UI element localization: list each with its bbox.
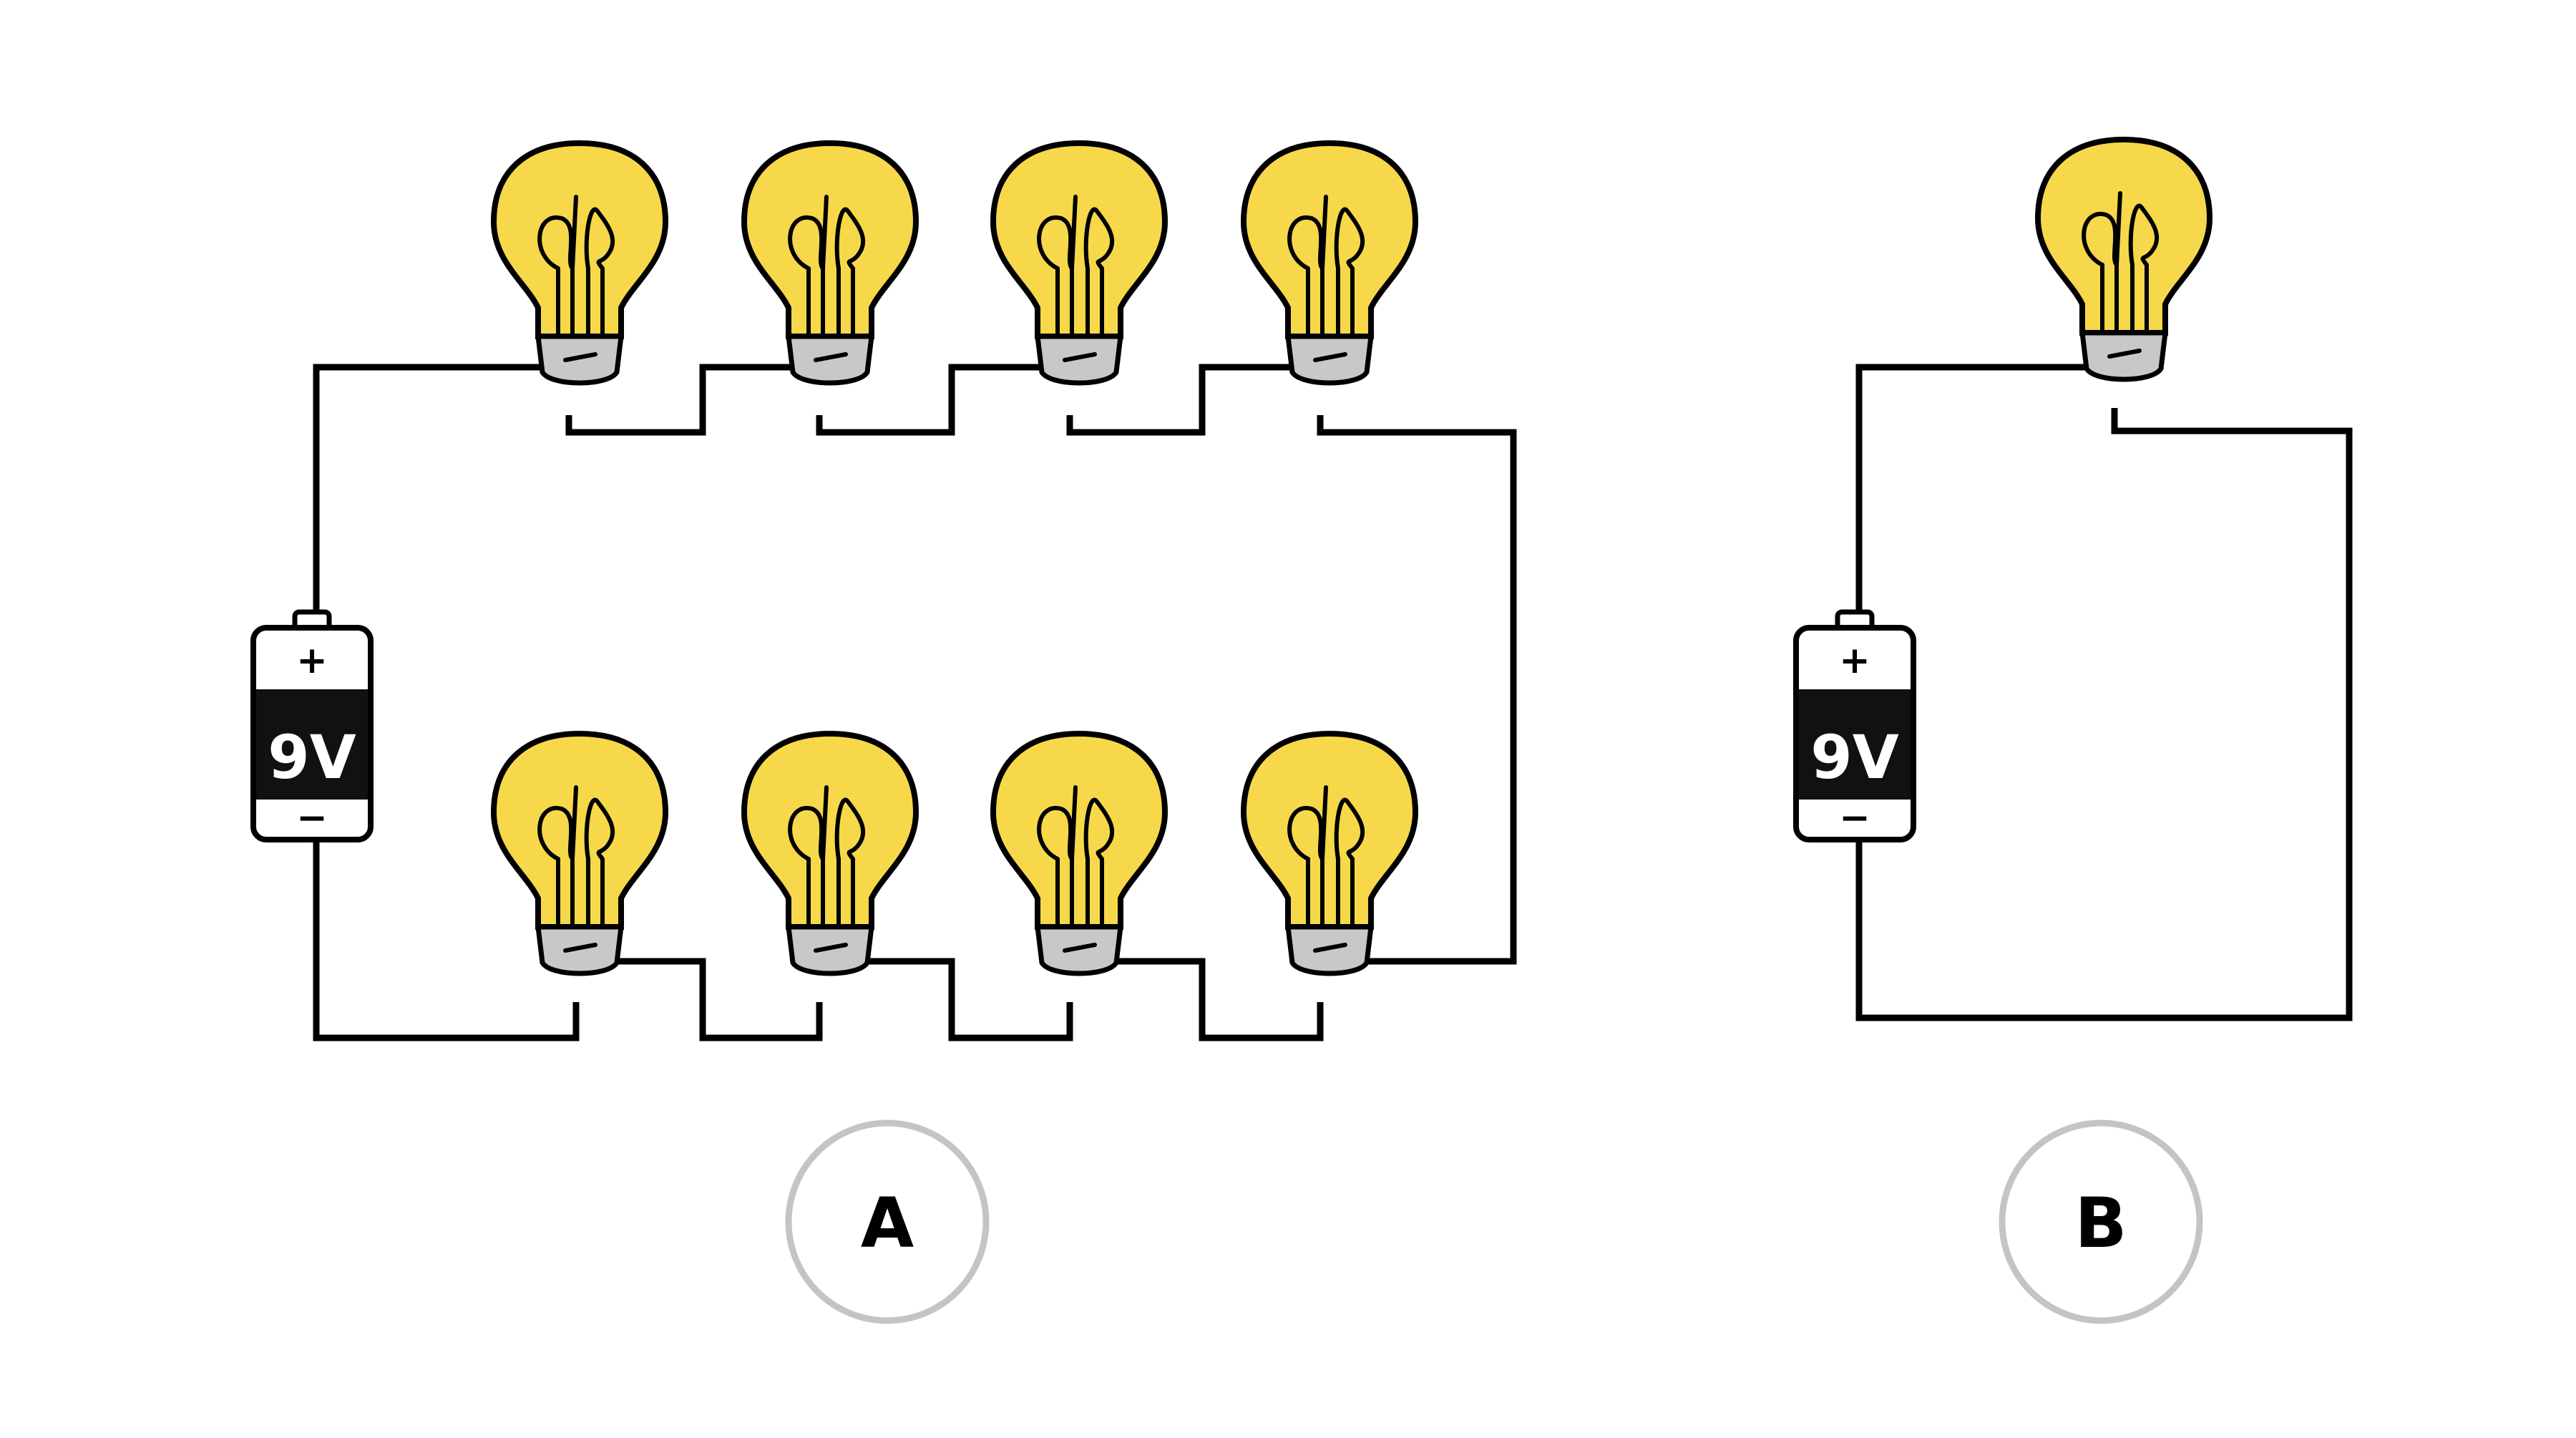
circuit-b-wire <box>1855 364 2353 1021</box>
bulb-icon <box>2038 140 2210 379</box>
battery-negative-sign: − <box>296 797 328 840</box>
circuit-a-wire <box>313 364 1517 1041</box>
circuit-a: + 9V − A <box>253 143 1517 1324</box>
bulb-icon <box>1244 734 1415 973</box>
label-ring-b <box>1999 1119 2203 1324</box>
bulb-icon <box>1244 143 1415 383</box>
circuit-b: + 9V − B <box>1796 140 2353 1324</box>
bulb-icon <box>993 143 1165 383</box>
bulb-icon <box>494 143 665 383</box>
battery-voltage-label: 9V <box>1810 722 1898 792</box>
label-ring-a <box>785 1119 990 1324</box>
battery-positive-sign: + <box>296 639 328 682</box>
battery-negative-sign: − <box>1839 797 1870 840</box>
battery-positive-sign: + <box>1839 639 1870 682</box>
bulb-icon <box>993 734 1165 973</box>
bulb-icon <box>744 734 916 973</box>
bulb-icon <box>494 734 665 973</box>
battery-a: + 9V − <box>253 612 371 840</box>
bulb-icon <box>744 143 916 383</box>
battery-voltage-label: 9V <box>268 722 356 792</box>
circuit-label-a: A <box>861 1183 914 1263</box>
circuit-label-b: B <box>2074 1183 2127 1263</box>
battery-b: + 9V − <box>1796 612 1913 840</box>
